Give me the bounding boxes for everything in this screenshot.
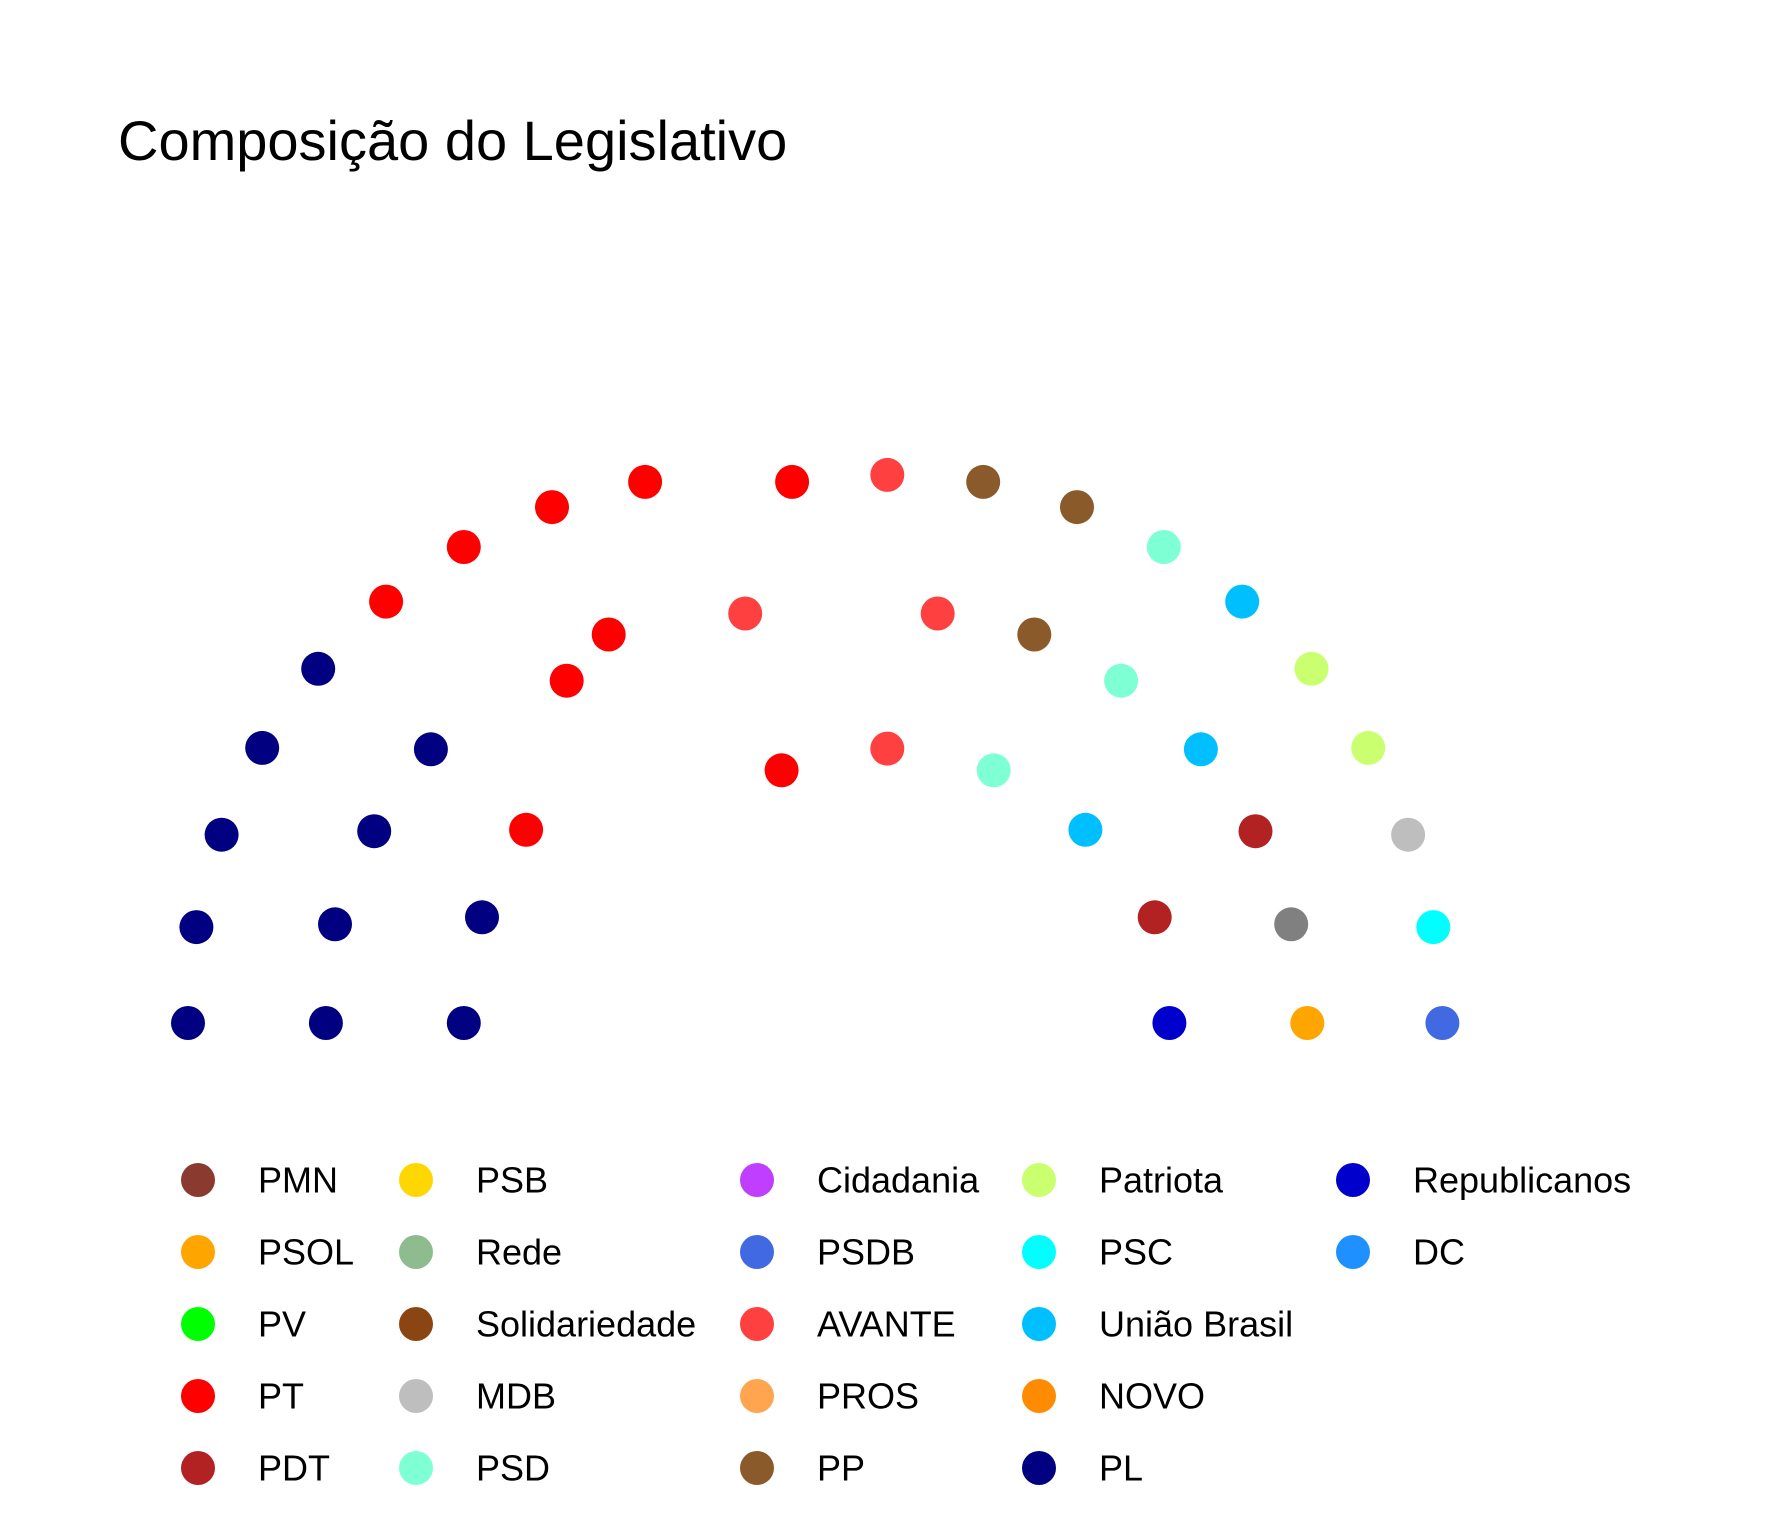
seat-pl-9	[413, 732, 448, 767]
legend-swatch-patriota	[1022, 1163, 1056, 1197]
seat-psol-41	[1290, 1006, 1325, 1040]
legend-label-republicanos: Republicanos	[1413, 1160, 1631, 1201]
legend-label-psol: PSOL	[258, 1232, 354, 1273]
seat-pl-4	[318, 907, 352, 942]
chart-title: Composição do Legislativo	[118, 109, 787, 172]
legend-swatch-psol	[181, 1235, 215, 1269]
legend-label-psdb: PSDB	[817, 1232, 915, 1273]
seat-pl-7	[357, 814, 392, 849]
seat-pt-23	[775, 464, 810, 499]
seat-group	[171, 457, 1460, 1040]
legend-label-pl: PL	[1099, 1448, 1143, 1489]
seat-republicanos-40	[1152, 1006, 1187, 1040]
seat-pt-16	[628, 464, 663, 499]
legend-label-psd: PSD	[476, 1448, 550, 1489]
legend-swatch-psc	[1022, 1235, 1056, 1269]
legend-label-novo: NOVO	[1099, 1376, 1205, 1417]
seat-psc-39	[1416, 910, 1451, 945]
legend-swatch-união-brasil	[1022, 1307, 1056, 1341]
legend-label-psb: PSB	[476, 1160, 548, 1201]
legend-swatch-pmn	[181, 1163, 215, 1197]
seat-mdb-37	[1391, 817, 1426, 852]
legend-label-dc: DC	[1413, 1232, 1465, 1273]
legend-label-mdb: MDB	[476, 1376, 556, 1417]
seat-avante-22	[920, 596, 955, 631]
seat-outros-38	[1274, 907, 1309, 942]
seat-pl-2	[446, 1006, 481, 1040]
seat-pt-17	[591, 617, 626, 652]
seat-pt-11	[509, 812, 544, 847]
seat-pl-0	[171, 1006, 205, 1040]
legend-swatch-pdt	[181, 1451, 215, 1485]
seat-pt-13	[369, 584, 404, 619]
legend-swatch-psb	[399, 1163, 433, 1197]
legend-swatch-pl	[1022, 1451, 1056, 1485]
seat-avante-21	[870, 731, 905, 766]
seat-pt-12	[549, 663, 584, 698]
legend-label-patriota: Patriota	[1099, 1160, 1224, 1201]
legend-label-união-brasil: União Brasil	[1099, 1304, 1293, 1345]
legend-label-pros: PROS	[817, 1376, 919, 1417]
legend-swatch-pp	[740, 1451, 774, 1485]
seat-pp-26	[1017, 617, 1052, 652]
legend-swatch-pt	[181, 1379, 215, 1413]
seat-pl-5	[465, 900, 499, 935]
legend-swatch-psd	[399, 1451, 433, 1485]
legend-label-solidariedade: Solidariedade	[476, 1304, 696, 1345]
legend-swatch-rede	[399, 1235, 433, 1269]
legend-label-pmn: PMN	[258, 1160, 338, 1201]
seat-pp-25	[1060, 490, 1094, 525]
seat-patriota-33	[1294, 651, 1329, 686]
legend-label-pdt: PDT	[258, 1448, 330, 1489]
legend-swatch-pros	[740, 1379, 774, 1413]
legend-label-pt: PT	[258, 1376, 304, 1417]
seat-avante-19	[728, 596, 763, 631]
seat-pt-15	[535, 490, 569, 525]
seat-psd-29	[1146, 530, 1181, 564]
seat-pl-8	[245, 730, 280, 765]
seat-psd-28	[1104, 663, 1139, 698]
legend-swatch-mdb	[399, 1379, 433, 1413]
legend-swatch-dc	[1336, 1235, 1370, 1269]
legend-swatch-solidariedade	[399, 1307, 433, 1341]
seat-pl-10	[301, 651, 336, 686]
legend-swatch-pv	[181, 1307, 215, 1341]
legend-label-cidadania: Cidadania	[817, 1160, 980, 1201]
seat-união-brasil-31	[1183, 732, 1218, 767]
legend-swatch-cidadania	[740, 1163, 774, 1197]
seat-psdb-42	[1425, 1006, 1460, 1040]
seat-pdt-36	[1238, 814, 1273, 849]
legend-swatch-psdb	[740, 1235, 774, 1269]
legend-swatch-republicanos	[1336, 1163, 1370, 1197]
legend-label-rede: Rede	[476, 1232, 562, 1273]
seat-patriota-34	[1351, 730, 1386, 765]
seat-pt-14	[446, 530, 481, 564]
seat-pl-6	[204, 817, 239, 852]
legend-label-avante: AVANTE	[817, 1304, 956, 1345]
seat-psd-27	[976, 753, 1011, 788]
legend-label-pp: PP	[817, 1448, 865, 1489]
seat-pp-24	[966, 464, 1001, 499]
seat-união-brasil-30	[1068, 812, 1103, 847]
legend-label-psc: PSC	[1099, 1232, 1173, 1273]
legend-label-pv: PV	[258, 1304, 306, 1345]
seat-pl-3	[179, 910, 214, 945]
seat-pt-18	[764, 753, 799, 788]
seat-avante-20	[870, 457, 905, 492]
seat-união-brasil-32	[1225, 584, 1260, 619]
seat-pl-1	[308, 1006, 343, 1040]
legend-swatch-avante	[740, 1307, 774, 1341]
seat-pdt-35	[1137, 900, 1172, 935]
legend-swatch-novo	[1022, 1379, 1056, 1413]
